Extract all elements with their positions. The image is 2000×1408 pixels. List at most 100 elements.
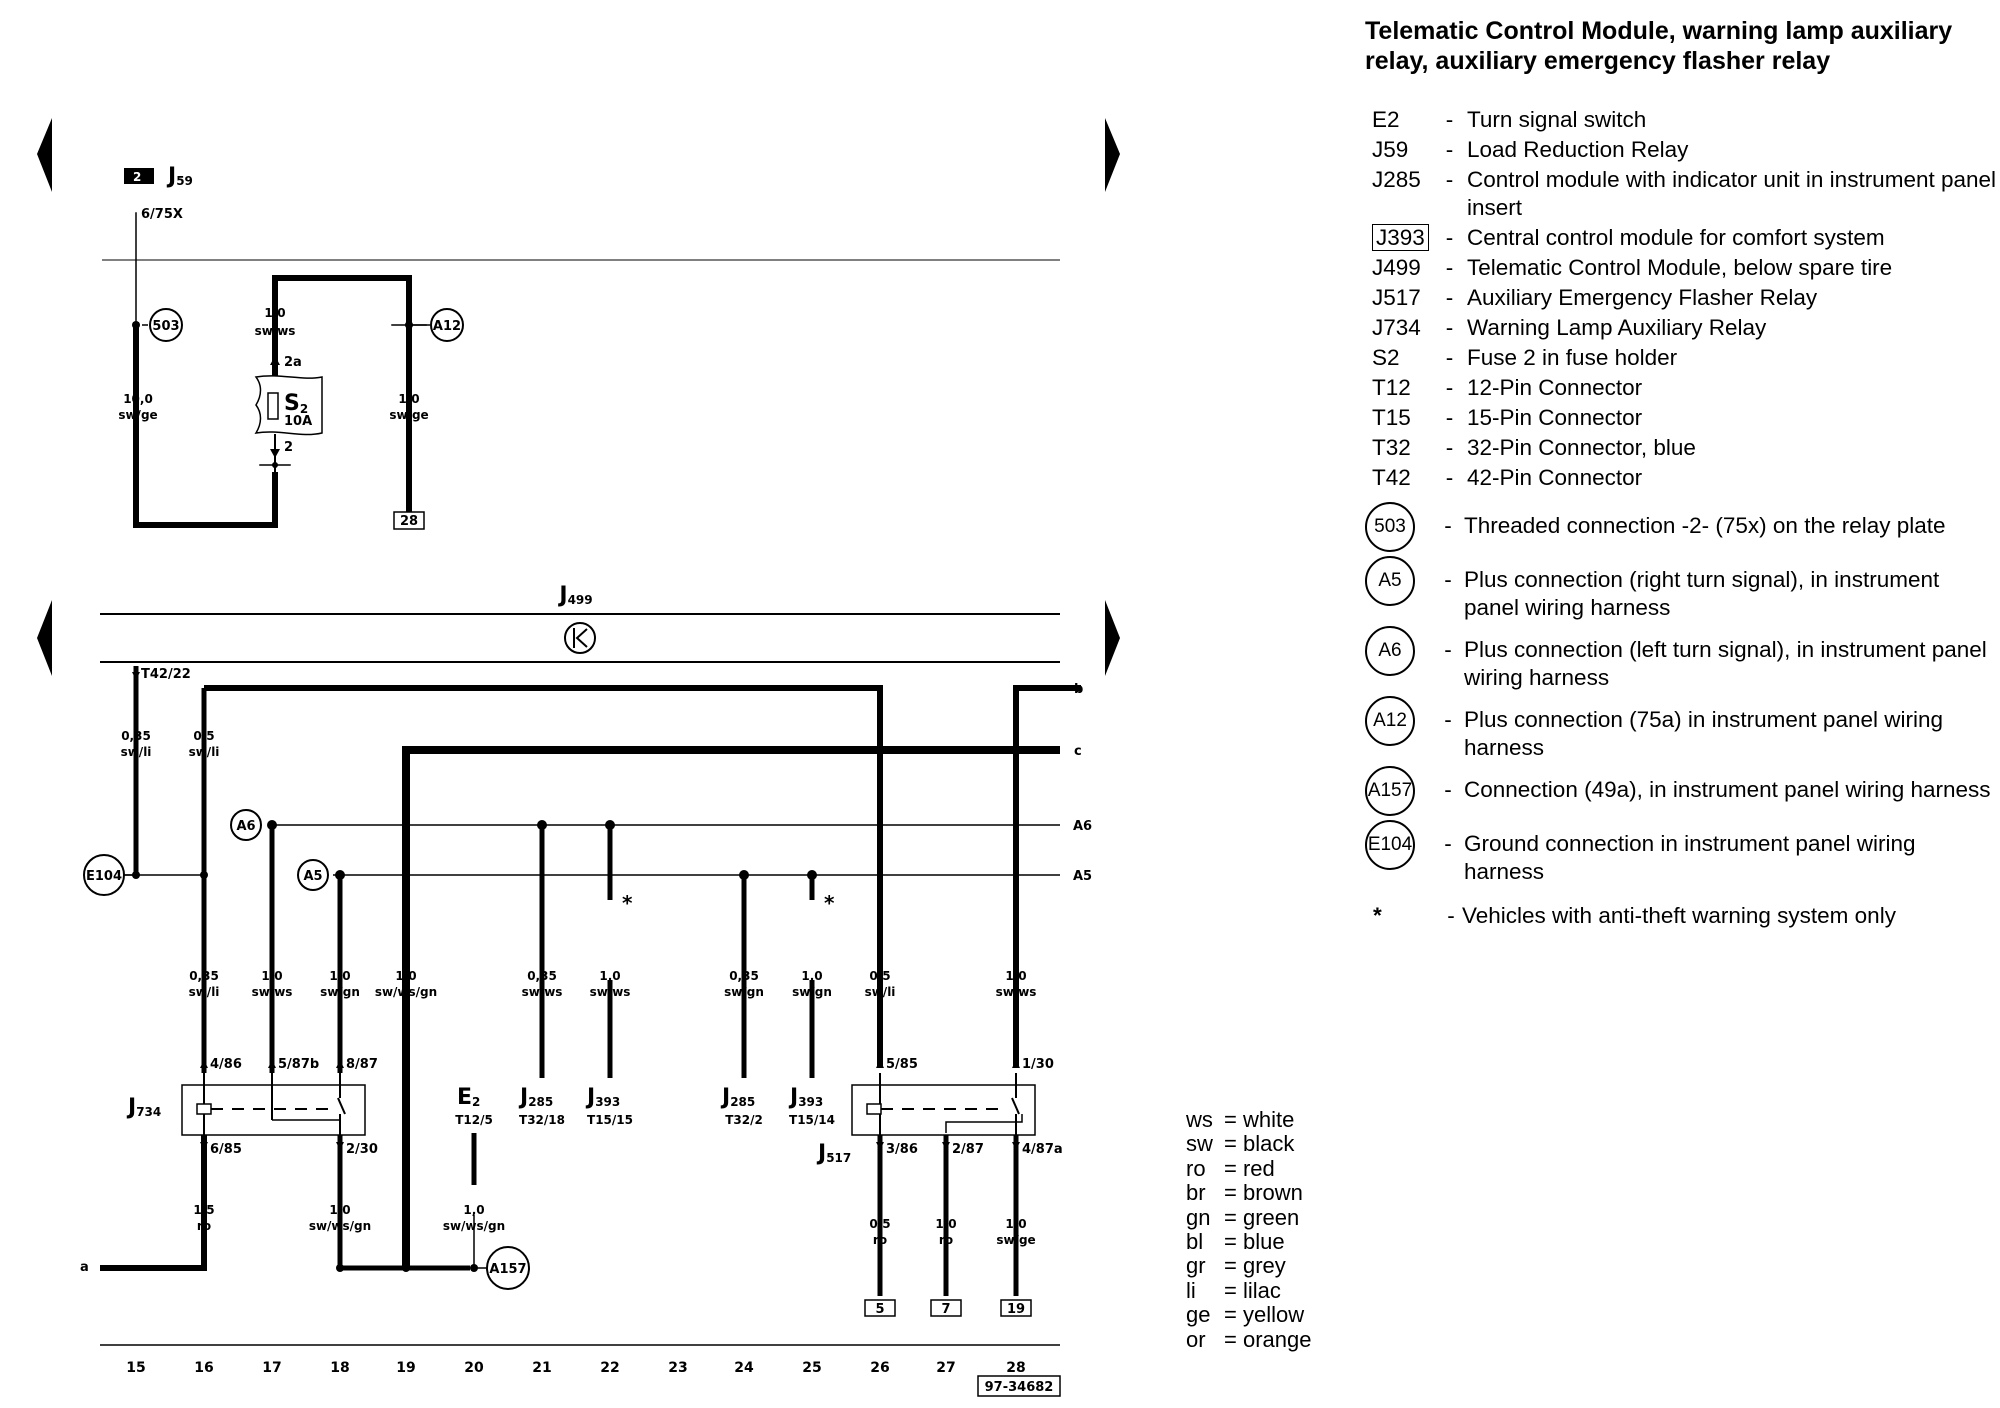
wire-label: 0,35 (729, 969, 759, 983)
connection-symbol: 503 (1365, 502, 1415, 552)
wire-label: sw/li (189, 745, 220, 759)
side-label-a: a (80, 1260, 89, 1275)
figure-reference: 97-34682 (985, 1380, 1054, 1395)
wiring-diagram: 2 J59 6/75X 503 A12 10,0 sw/ge 1,0 sw/ws… (37, 118, 1120, 1397)
wire-label: 1,0 (599, 969, 620, 983)
color-key-item: li= lilac (1186, 1277, 1281, 1303)
legend-item: J285-Control module with indicator unit … (1365, 166, 1997, 222)
telematic-module-icon (564, 622, 596, 654)
color-key-item: ws= white (1186, 1107, 1295, 1132)
side-label-a5: A5 (1073, 869, 1092, 884)
j285-pin: T32/2 (725, 1113, 763, 1127)
wire-label: 1,0 (935, 1217, 956, 1231)
track-number: 16 (194, 1360, 213, 1376)
note-text: Vehicles with anti-theft warning system … (1462, 903, 1896, 928)
legend-code: J734 (1372, 315, 1421, 340)
j734-pin: 4/86 (210, 1057, 242, 1072)
j734-pin: 8/87 (346, 1057, 378, 1072)
wire-label: 10,0 (123, 392, 153, 406)
legend-desc: Control module with indicator unit in in… (1467, 167, 1997, 220)
j499-label: J499 (557, 583, 592, 608)
terminal-7: 7 (941, 1302, 950, 1317)
color-key-item: bl= blue (1186, 1229, 1285, 1255)
legend-code: S2 (1372, 345, 1400, 370)
side-label-a6: A6 (1073, 819, 1092, 834)
wire-label: sw/ws/gn (443, 1219, 505, 1233)
side-label-b: b (1074, 682, 1083, 697)
wire-label: 0,35 (189, 969, 219, 983)
svg-text:10A: 10A (284, 414, 312, 429)
j517-pin: 4/87a (1022, 1142, 1063, 1157)
relay-j517 (851, 1073, 1036, 1148)
color-key-item: ro= red (1186, 1155, 1275, 1181)
track-number: 26 (870, 1360, 889, 1376)
wire-label: 1,0 (801, 969, 822, 983)
track-number: 23 (668, 1360, 687, 1376)
wire-label: sw/li (121, 745, 152, 759)
wire-label: 0,5 (193, 729, 214, 743)
svg-text:A5: A5 (303, 869, 322, 884)
terminal-28: 28 (400, 514, 418, 529)
legend-desc: Load Reduction Relay (1467, 137, 1689, 162)
e2-pin: T12/5 (455, 1113, 493, 1127)
connection-symbol: A157 (1365, 766, 1415, 816)
wire-label: 1,0 (329, 1203, 350, 1217)
connection-item: A5-Plus connection (right turn signal), … (1365, 556, 1997, 622)
legend-item: J59-Load Reduction Relay (1365, 136, 1997, 164)
terminal-19: 19 (1007, 1302, 1025, 1317)
legend-desc: 32-Pin Connector, blue (1467, 435, 1696, 460)
wire-label: sw/ws (590, 985, 631, 999)
svg-text:A6: A6 (236, 819, 255, 834)
pin-6-75x: 6/75X (141, 207, 183, 222)
note-star: * (622, 891, 633, 915)
wire-label: sw/ws (522, 985, 563, 999)
track-number: 15 (126, 1360, 145, 1376)
connection-item: 503-Threaded connection -2- (75x) on the… (1365, 502, 1997, 552)
connection-desc: Plus connection (right turn signal), in … (1464, 567, 1940, 620)
fuse-pin-bottom: 2 (284, 440, 293, 455)
j734-pin: 2/30 (346, 1142, 378, 1157)
track-number: 20 (464, 1360, 484, 1376)
legend-code: T42 (1372, 465, 1411, 490)
pin-t42-22: T42/22 (141, 667, 191, 682)
wire-label: 1,0 (1005, 1217, 1026, 1231)
j517-label: J517 (816, 1141, 851, 1166)
track-number: 24 (734, 1360, 754, 1376)
connection-symbol: A6 (1365, 626, 1415, 676)
wire-label: 1,0 (329, 969, 350, 983)
connection-a6: A6 (230, 809, 262, 841)
page-next-arrow-bottom[interactable] (1105, 600, 1120, 676)
legend-code: J59 (1372, 137, 1409, 162)
track-number: 19 (396, 1360, 415, 1376)
wire-label: 1,0 (261, 969, 282, 983)
j393-pin: T15/15 (587, 1113, 633, 1127)
page-next-arrow-top[interactable] (1105, 118, 1120, 192)
legend-desc: Turn signal switch (1467, 107, 1647, 132)
svg-text:A157: A157 (489, 1262, 526, 1277)
track-number: 21 (532, 1360, 551, 1376)
note-star: * (824, 891, 835, 915)
j517-pin: 1/30 (1022, 1057, 1054, 1072)
note-symbol: * (1373, 903, 1382, 928)
legend-item: J517-Auxiliary Emergency Flasher Relay (1365, 284, 1997, 312)
connection-a12: A12 (430, 308, 464, 342)
track-number: 27 (936, 1360, 955, 1376)
wire-label: 0,5 (869, 969, 890, 983)
track-number: 28 (1006, 1360, 1025, 1376)
track-number: 22 (600, 1360, 619, 1376)
legend-item: T15-15-Pin Connector (1365, 404, 1997, 432)
color-key-item: ge= yellow (1186, 1302, 1305, 1328)
legend-item: T12-12-Pin Connector (1365, 374, 1997, 402)
j393-label: J393 (585, 1085, 620, 1110)
wire-label: sw/ge (996, 1233, 1035, 1247)
wire-label: sw/gn (792, 985, 832, 999)
track-number: 25 (802, 1360, 821, 1376)
page-prev-arrow-top[interactable] (37, 118, 52, 192)
fuse-pin-top: 2a (284, 355, 302, 370)
wire-label: 1,0 (264, 306, 285, 320)
legend-desc: 42-Pin Connector (1467, 465, 1643, 490)
page-prev-arrow-bottom[interactable] (37, 600, 52, 676)
wire-label: 0,35 (527, 969, 557, 983)
color-key-item: or= orange (1186, 1326, 1312, 1352)
